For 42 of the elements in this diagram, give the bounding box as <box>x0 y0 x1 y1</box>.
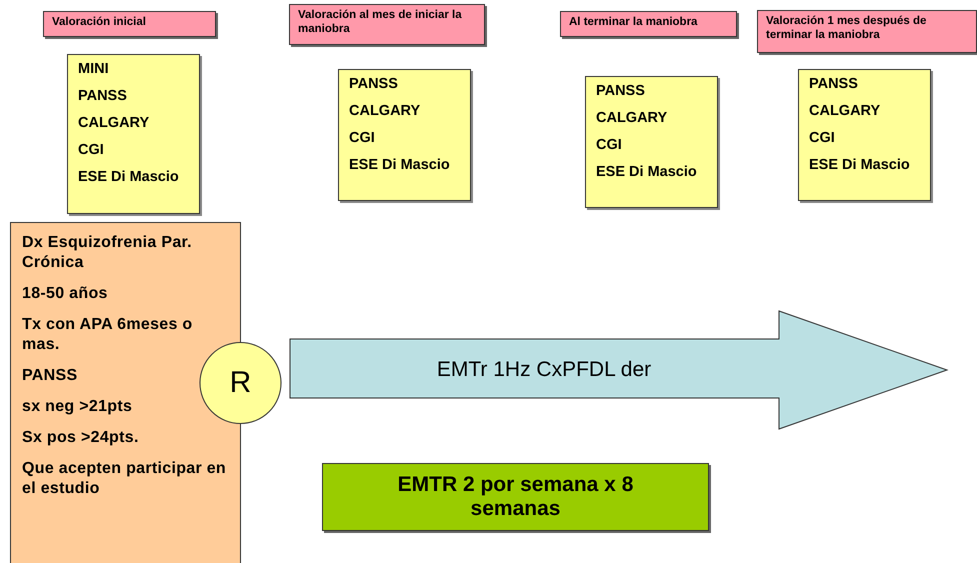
randomization-circle <box>199 341 282 425</box>
header-text: Valoración 1 mes después de terminar la maniobra <box>766 15 926 41</box>
scale-list-box <box>585 76 718 208</box>
criterion-text: 18-50 años <box>22 284 109 304</box>
scale-name: PANSS <box>349 76 399 92</box>
scale-name: ESE Di Mascio <box>809 157 911 173</box>
scale-name: PANSS <box>596 83 646 99</box>
criterion-text: Que acepten participar en el estudio <box>22 459 228 499</box>
circle-letter: R <box>230 366 252 400</box>
header-text: Al terminar la maniobra <box>569 16 698 28</box>
arrow-label: EMTr 1Hz CxPFDL der <box>436 358 652 382</box>
criterion-text: Sx pos >24pts. <box>22 428 140 448</box>
scale-list-box <box>67 54 200 214</box>
timepoint-header <box>757 10 977 53</box>
criterion-text: Tx con APA 6meses o mas. <box>22 315 194 355</box>
timepoint-header <box>560 11 737 37</box>
scale-name: CALGARY <box>78 115 150 131</box>
scale-name: CALGARY <box>349 103 422 119</box>
scale-name: PANSS <box>78 88 128 104</box>
scale-list-box <box>798 69 931 201</box>
timepoint-header <box>289 4 485 45</box>
scale-name: CGI <box>596 137 623 153</box>
scale-name: CALGARY <box>596 110 668 126</box>
timepoint-header <box>43 11 216 37</box>
criterion-text: Dx Esquizofrenia Par. Crónica <box>22 233 193 273</box>
criterion-text: sx neg >21pts <box>22 397 134 417</box>
criterion-text: PANSS <box>22 366 78 386</box>
scale-name: ESE Di Mascio <box>78 169 180 185</box>
scale-name: PANSS <box>809 76 859 92</box>
scale-name: CGI <box>349 130 376 146</box>
scale-name: CALGARY <box>809 103 882 119</box>
scale-name: ESE Di Mascio <box>596 164 698 180</box>
header-text: Valoración inicial <box>52 16 146 28</box>
scale-name: CGI <box>809 130 836 146</box>
header-text: Valoración al mes de iniciar la maniobra <box>298 9 462 35</box>
intervention-block-arrow <box>289 310 949 430</box>
scale-name: MINI <box>78 61 110 77</box>
schedule-text: EMTR 2 por semana x 8 semanas <box>396 473 634 521</box>
schedule-box <box>322 463 709 531</box>
scale-list-box <box>338 69 471 201</box>
scale-name: ESE Di Mascio <box>349 157 451 173</box>
scale-name: CGI <box>78 142 105 158</box>
